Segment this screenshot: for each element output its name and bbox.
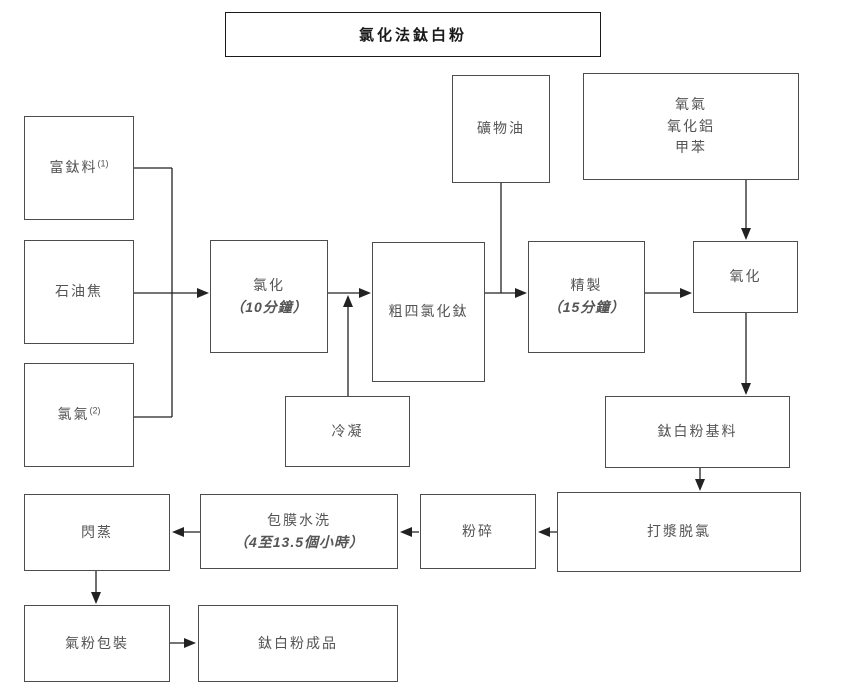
node-flash-evaporation: 閃蒸 (24, 494, 170, 571)
node-oxygen-alumina-toluene: 氧氣 氧化鋁 甲苯 (583, 73, 799, 180)
node-titanium-dioxide-base: 鈦白粉基料 (605, 396, 790, 468)
node-chlorination: 氯化 （10分鐘） (210, 240, 328, 353)
node-finished-titanium-dioxide: 鈦白粉成品 (198, 605, 398, 682)
node-petroleum-coke: 石油焦 (24, 240, 134, 344)
node-oxidation: 氧化 (693, 241, 798, 313)
node-duration-label: （15分鐘） (547, 299, 626, 315)
node-label: 冷凝 (331, 422, 364, 439)
footnote-marker-1: (1) (97, 158, 109, 169)
node-label: 甲苯 (675, 139, 707, 156)
node-label: 粗四氯化鈦 (388, 303, 469, 320)
node-rich-titanium-feed: 富鈦料(1) (24, 116, 134, 220)
node-label: 精製 (570, 277, 603, 294)
node-chlorine-gas: 氯氣(2) (24, 363, 134, 467)
node-label: 氧化 (729, 268, 762, 285)
node-label: 礦物油 (477, 120, 525, 137)
node-label: 氯氣(2) (57, 405, 101, 423)
node-label: 氣粉包裝 (65, 634, 129, 651)
node-gas-powder-packaging: 氣粉包裝 (24, 605, 170, 682)
diagram-title-label: 氯化法鈦白粉 (358, 27, 467, 44)
node-label: 鈦白粉成品 (258, 634, 338, 651)
node-refining: 精製 （15分鐘） (528, 241, 645, 353)
node-label: 氯化 (253, 276, 285, 293)
diagram-title: 氯化法鈦白粉 (225, 12, 601, 57)
node-slurry-dechlorination: 打漿脱氯 (557, 492, 801, 572)
footnote-marker-2: (2) (89, 405, 101, 416)
node-mineral-oil: 礦物油 (452, 75, 550, 183)
node-coating-washing: 包膜水洗 （4至13.5個小時） (200, 494, 398, 569)
node-label: 包膜水洗 (267, 511, 331, 528)
node-duration-label: （10分鐘） (230, 298, 308, 315)
node-label: 鈦白粉基料 (657, 423, 738, 440)
node-label: 石油焦 (55, 283, 103, 300)
node-label: 打漿脱氯 (647, 523, 711, 540)
node-condensation: 冷凝 (285, 396, 410, 467)
node-duration-label: （4至13.5個小時） (233, 533, 365, 550)
node-label: 氧化鋁 (667, 117, 715, 134)
node-label: 氧氣 (675, 95, 707, 112)
node-label: 富鈦料(1) (49, 158, 109, 176)
node-milling: 粉碎 (420, 494, 536, 569)
node-label: 閃蒸 (81, 523, 113, 540)
node-crude-titanium-tetrachloride: 粗四氯化鈦 (372, 242, 485, 382)
node-label: 粉碎 (462, 522, 494, 539)
